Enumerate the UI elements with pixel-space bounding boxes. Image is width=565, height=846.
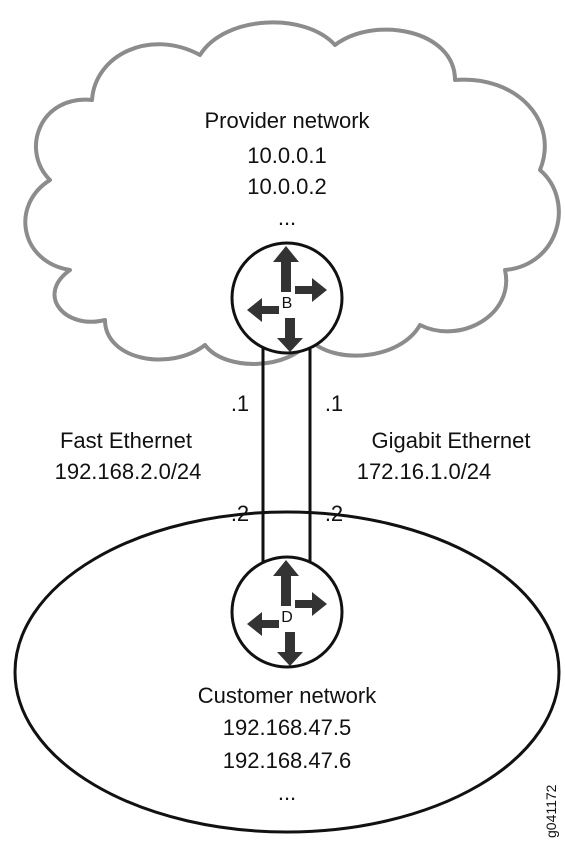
provider-address-1: 10.0.0.1 <box>247 143 327 168</box>
gigabit-ethernet-name: Gigabit Ethernet <box>372 428 531 453</box>
gigabit-ethernet-subnet: 172.16.1.0/24 <box>357 459 492 484</box>
customer-network-title: Customer network <box>198 683 378 708</box>
provider-network-title: Provider network <box>204 108 370 133</box>
customer-network-ellipse <box>13 510 561 834</box>
customer-address-2: 192.168.47.6 <box>223 748 351 773</box>
fast-ethernet-name: Fast Ethernet <box>60 428 192 453</box>
router-b-label: B <box>282 295 293 312</box>
customer-address-ellipsis: ... <box>278 780 296 805</box>
provider-address-2: 10.0.0.2 <box>247 174 327 199</box>
provider-cloud <box>23 20 561 366</box>
router-d-label: D <box>281 609 293 626</box>
gigabit-ethernet-bottom-host: .2 <box>325 501 343 526</box>
fast-ethernet-top-host: .1 <box>231 391 249 416</box>
router-d-icon: D <box>230 555 344 669</box>
customer-address-1: 192.168.47.5 <box>223 715 351 740</box>
fast-ethernet-bottom-host: .2 <box>231 501 249 526</box>
figure-id: g041172 <box>543 784 559 838</box>
router-b-icon: B <box>230 241 344 355</box>
gigabit-ethernet-top-host: .1 <box>325 391 343 416</box>
provider-address-ellipsis: ... <box>278 205 296 230</box>
fast-ethernet-subnet: 192.168.2.0/24 <box>55 459 202 484</box>
